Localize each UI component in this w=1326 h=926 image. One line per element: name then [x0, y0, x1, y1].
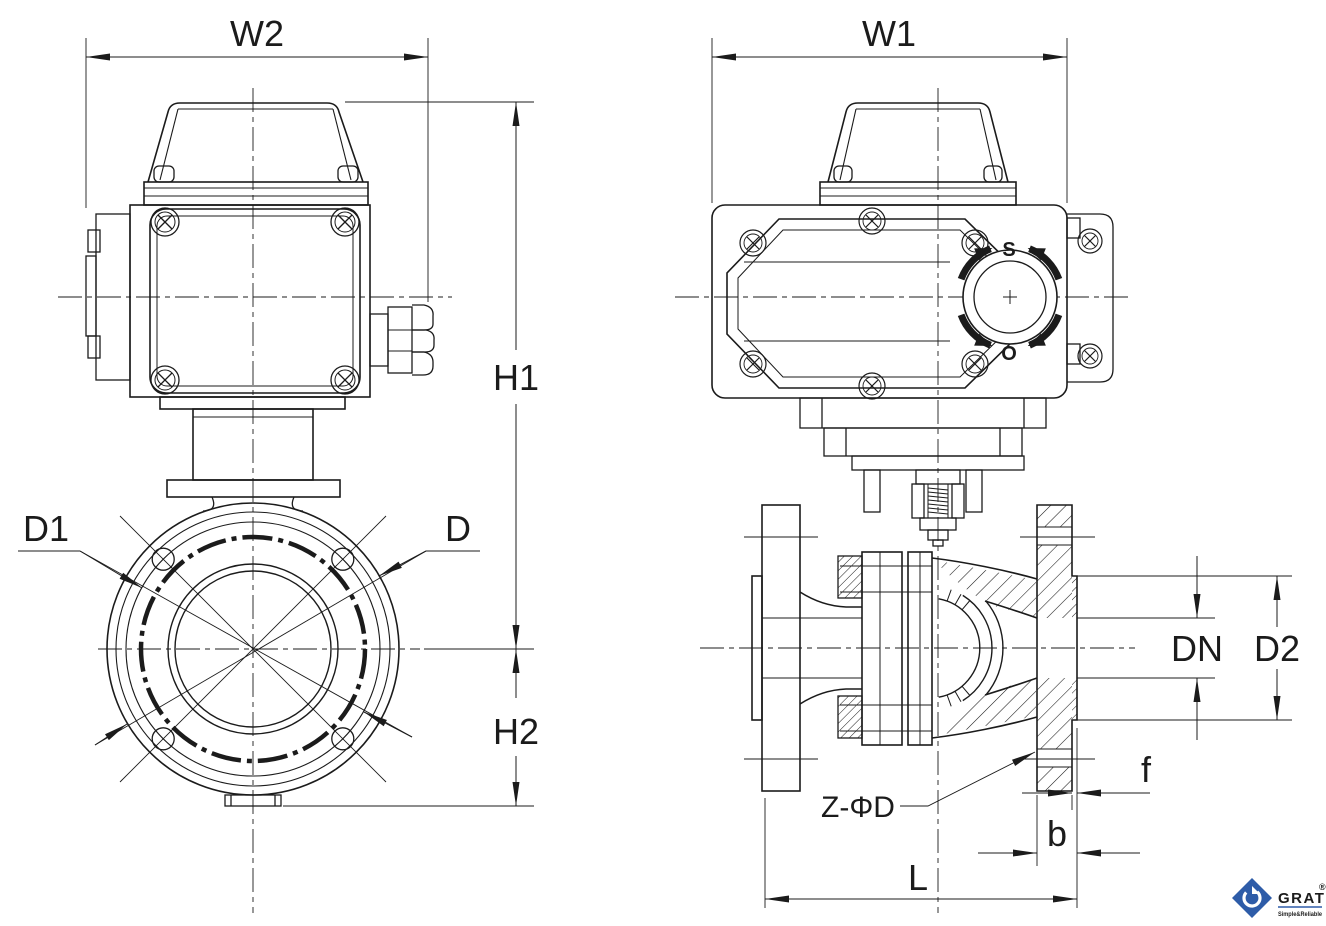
stem-spring: [927, 483, 949, 519]
logo-registered-mark: ®: [1319, 882, 1326, 892]
valve-neck-side: [762, 591, 862, 705]
valve-body-section: [744, 504, 1095, 792]
dimensions: W2 W1 H1 H2 D1 D DN D2 f b L Z-ΦD: [18, 13, 1300, 908]
manual-override-knob: S O: [957, 239, 1063, 365]
actuator-band-front: [143, 181, 369, 206]
bolt-diagonal-centerlines: [119, 515, 387, 783]
side-mount-plate: [85, 213, 131, 381]
extension-lines: [85, 38, 1292, 908]
dim-label-d2: D2: [1254, 628, 1300, 669]
dim-label-d: D: [445, 508, 471, 549]
logo-name: GRAT: [1278, 890, 1325, 907]
body-bolted-joint: [837, 551, 933, 746]
right-view-side: S O: [675, 88, 1135, 913]
left-view-centerlines: [58, 88, 452, 913]
flange-foot-pad: [224, 794, 282, 807]
rotation-arrow-arcs: [957, 245, 1063, 349]
left-pipe-flange: [744, 504, 818, 792]
left-view-front: [58, 88, 452, 913]
actuator-box-front: [129, 204, 371, 398]
knob-shut-mark: S: [1002, 239, 1015, 261]
brand-logo: GRAT ® Simple&Reliable: [1232, 878, 1326, 918]
cable-gland-icon: [369, 304, 435, 376]
logo-tagline: Simple&Reliable: [1278, 911, 1322, 918]
terminal-cover-plate: [1066, 213, 1114, 383]
actuator-band-side: [819, 181, 1017, 206]
dim-label-z-phid: Z-ΦD: [821, 791, 895, 824]
logo-diamond-icon: [1232, 878, 1272, 918]
body-hub-walls: [931, 557, 1038, 739]
dim-label-w2: W2: [230, 13, 284, 54]
mounting-bracket-stem: [799, 397, 1047, 547]
phillips-screw-icons-side: [739, 207, 1103, 400]
dim-label-d1: D1: [23, 508, 69, 549]
valve-neck-front: [159, 396, 346, 512]
right-pipe-flange-section: [1020, 504, 1095, 792]
dim-label-h2: H2: [493, 711, 539, 752]
dim-label-f: f: [1141, 749, 1152, 790]
dim-label-dn: DN: [1171, 628, 1223, 669]
knob-open-mark: O: [1001, 343, 1017, 365]
dim-label-w1: W1: [862, 13, 916, 54]
dim-label-l: L: [908, 857, 928, 898]
actuator-cap-side: [827, 102, 1009, 183]
phillips-screw-icons-front: [150, 207, 360, 395]
dim-label-b: b: [1047, 813, 1067, 854]
dim-label-h1: H1: [493, 357, 539, 398]
actuator-cap-front: [147, 102, 364, 183]
ball-arcs: [938, 589, 1004, 707]
flange-bolt-holes: [151, 547, 355, 751]
